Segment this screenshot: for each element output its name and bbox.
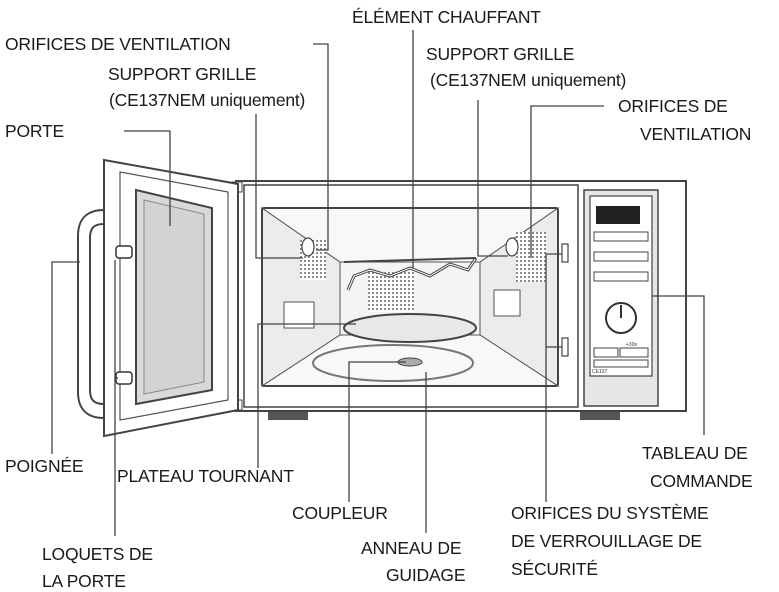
leader-vent-left	[313, 43, 329, 251]
label-control-panel-2: COMMANDE	[650, 471, 753, 491]
label-control-panel-1: TABLEAU DE	[642, 443, 748, 463]
label-rack-right-2: (CE137NEM uniquement)	[430, 70, 627, 90]
button-bottom-bar	[593, 359, 649, 368]
label-vent-right-2: VENTILATION	[640, 124, 752, 144]
label-latches-2: LA PORTE	[42, 571, 126, 591]
label-rack-left-1: SUPPORT GRILLE	[108, 64, 257, 84]
leader-vent-right	[530, 105, 604, 258]
label-roller-ring-2: GUIDAGE	[386, 565, 466, 585]
panel-model-text: CE137	[592, 369, 608, 375]
label-handle: POIGNÉE	[5, 456, 84, 476]
leader-lines	[51, 30, 705, 536]
cavity-outline	[261, 207, 559, 387]
door-window-inner	[143, 199, 205, 395]
turntable-plate	[343, 313, 477, 343]
leader-turntable	[257, 323, 356, 468]
display	[596, 206, 640, 224]
heating-element-inner	[347, 257, 477, 291]
label-rack-left-2: (CE137NEM uniquement)	[109, 90, 306, 110]
label-latches-1: LOQUETS DE	[42, 544, 153, 564]
leader-rack-right	[477, 100, 508, 257]
button-start	[619, 347, 649, 358]
leader-control-panel	[652, 295, 705, 435]
roller-ring	[312, 344, 474, 382]
heating-element-rod	[343, 257, 477, 263]
label-heating-element: ÉLÉMENT CHAUFFANT	[352, 7, 541, 27]
label-door: PORTE	[5, 121, 64, 141]
safety-lock-slot-top	[561, 243, 569, 263]
leader-door	[124, 130, 171, 226]
foot-left	[268, 410, 308, 420]
rack-support-left	[301, 237, 315, 257]
button-row-1	[593, 231, 649, 242]
door-latch-top	[115, 245, 133, 259]
button-stop	[593, 347, 619, 358]
panel-timer-text: +30s	[626, 342, 637, 348]
label-coupler: COUPLEUR	[292, 503, 388, 523]
side-panel-right	[493, 289, 521, 317]
rack-support-right	[505, 237, 519, 257]
safety-lock-slot-bottom	[561, 337, 569, 357]
leader-coupler	[348, 361, 406, 502]
label-safety-lock-2: DE VERROUILLAGE DE	[511, 531, 702, 551]
label-safety-lock-3: SÉCURITÉ	[511, 559, 598, 579]
label-safety-lock-1: ORIFICES DU SYSTÈME	[511, 503, 709, 523]
door-handle	[77, 208, 105, 420]
leader-handle	[51, 261, 80, 454]
label-vent-right-1: ORIFICES DE	[618, 96, 728, 116]
label-vent-left: ORIFICES DE VENTILATION	[5, 34, 231, 54]
label-rack-right-1: SUPPORT GRILLE	[426, 44, 575, 64]
leader-safety-lock	[545, 253, 562, 502]
button-row-2	[593, 251, 649, 262]
control-panel-face	[589, 195, 653, 377]
button-row-3	[593, 271, 649, 282]
door-latch-bottom	[115, 371, 133, 385]
foot-right	[580, 410, 620, 420]
label-turntable: PLATEAU TOURNANT	[117, 466, 294, 486]
vent-mesh-back	[368, 272, 414, 312]
leader-rack-left	[255, 114, 303, 259]
label-roller-ring-1: ANNEAU DE	[361, 538, 462, 558]
